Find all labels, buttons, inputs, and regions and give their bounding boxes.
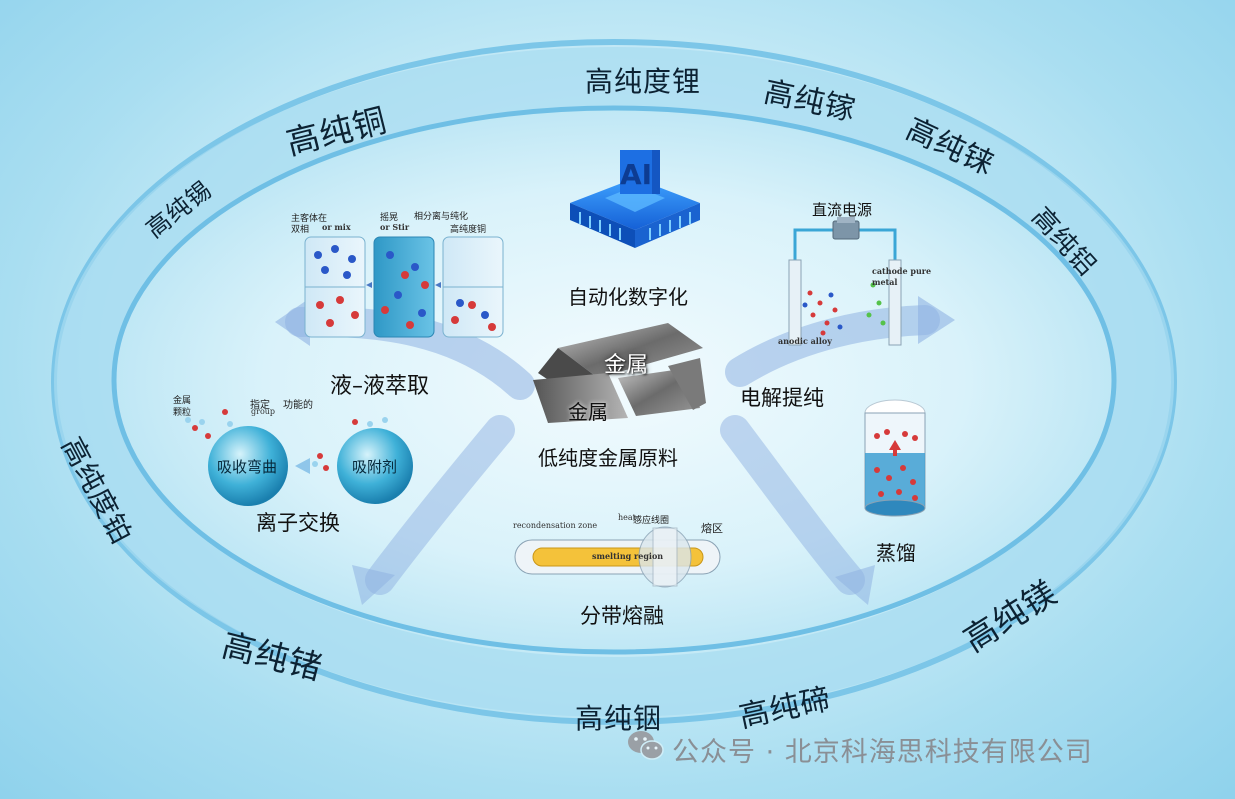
- note-designated: 指定: [250, 400, 270, 411]
- zone-melting-label: 分带熔融: [580, 604, 664, 628]
- note-cathode-metal: metal: [872, 277, 898, 287]
- arrow-to-ion-exchange: [365, 415, 515, 595]
- watermark-text: 公众号 · 北京科海思科技有限公司: [672, 737, 1093, 768]
- liquid-extraction-label: 液–液萃取: [330, 374, 430, 399]
- note-group: group: [251, 407, 276, 416]
- arrow-head-ion: [352, 565, 395, 605]
- metal-label-top: 金属: [604, 353, 649, 378]
- note-mix: or mix: [322, 222, 351, 232]
- note-particles: 颗粒: [173, 408, 192, 418]
- note-induction-coil: 感应线圈: [633, 516, 670, 526]
- note-phase-separation: 相分离与纯化: [414, 212, 469, 222]
- note-shake: 摇晃: [380, 213, 399, 223]
- ion-exchange-illustration: [185, 409, 413, 506]
- electrolysis-illustration: [788, 217, 902, 346]
- distillation-illustration: [864, 399, 926, 517]
- sphere-absorb-label: 吸收弯曲: [217, 458, 278, 476]
- metal-ingot-illustration: [533, 323, 706, 423]
- note-anode: anodic alloy: [778, 336, 832, 346]
- arrow-to-distillation: [720, 415, 865, 595]
- note-functional: 功能的: [283, 400, 313, 411]
- power-source-icon: [832, 217, 860, 240]
- arrow-head-electrolysis: [918, 296, 955, 344]
- note-recondensation: recondensation zone: [513, 521, 598, 530]
- label-high-purity-lithium: 高纯度锂: [585, 65, 702, 98]
- metal-label-bottom: 金属: [568, 400, 608, 424]
- note-or-stir: or Stir: [380, 222, 410, 232]
- wechat-icon: [628, 731, 664, 760]
- note-metal: 金属: [173, 396, 192, 406]
- note-two-phase: 双相: [291, 225, 310, 235]
- automation-label: 自动化数字化: [568, 285, 688, 309]
- extraction-cylinders-illustration: [304, 236, 504, 338]
- ion-exchange-label: 离子交换: [256, 511, 340, 535]
- note-main-body: 主客体在: [291, 214, 328, 224]
- note-high-purity-copper: 高纯度铜: [450, 225, 487, 235]
- distillation-label: 蒸馏: [876, 541, 916, 565]
- dc-power-label: 直流电源: [812, 201, 873, 219]
- raw-material-label: 低纯度金属原料: [538, 446, 678, 470]
- sphere-adsorbent-label: 吸附剂: [352, 458, 398, 476]
- zone-melting-illustration: [514, 526, 721, 588]
- note-heat: heat: [618, 513, 636, 522]
- ring-band: [54, 47, 1174, 717]
- note-melt-zone: 熔区: [701, 522, 723, 535]
- arrow-head-distillation: [835, 565, 875, 605]
- ai-chip-icon: AI: [570, 150, 700, 248]
- arrow-to-electrolysis: [725, 305, 940, 387]
- electrolysis-label: 电解提纯: [740, 386, 824, 410]
- note-cathode: cathode pure: [872, 266, 932, 276]
- arrow-head-extraction: [275, 298, 310, 346]
- ai-badge-text: AI: [620, 158, 652, 191]
- note-melting-region: smelting region: [592, 551, 664, 561]
- label-high-purity-indium: 高纯铟: [575, 702, 663, 735]
